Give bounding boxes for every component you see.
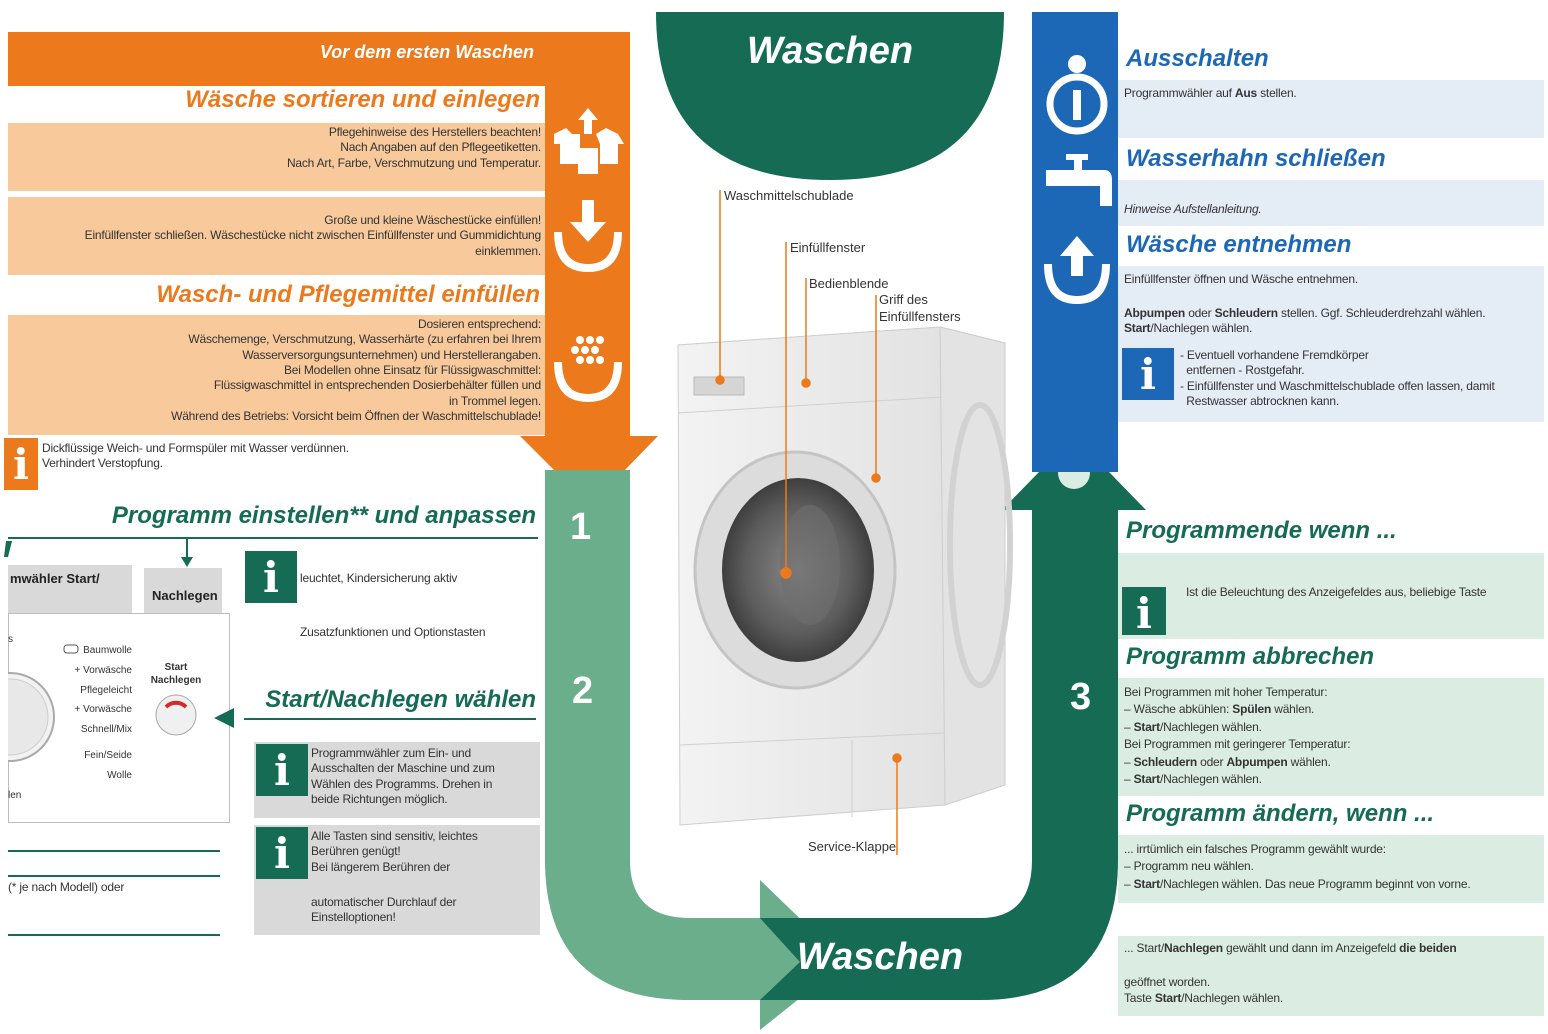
- orange-banner-bg: [8, 32, 630, 86]
- unload-laundry-icon: [1044, 236, 1110, 304]
- start-title-line: [244, 718, 536, 720]
- dial-labels: Baumwolle + Vorwäsche Pflegeleicht + Vor…: [70, 641, 132, 786]
- end-info-text: Ist die Beleuchtung des Anzeigefeldes au…: [1186, 585, 1487, 599]
- banner-before-first-wash: Vor dem ersten Waschen: [319, 42, 534, 62]
- off-box: Programmwähler auf Aus stellen.: [1118, 80, 1544, 138]
- change-title: Programm ändern, wenn ...: [1126, 800, 1435, 827]
- remove-info-text: - Eventuell vorhandene Fremdkörper entfe…: [1180, 348, 1495, 409]
- detergent-icon: [554, 336, 622, 402]
- end-info-icon: i: [1122, 587, 1166, 638]
- detergent-info-icon: i: [4, 438, 38, 490]
- remove-info-icon: i: [1122, 348, 1174, 400]
- program-info-icon: i: [245, 551, 297, 603]
- program-title: Programm einstellen** und anpassen: [111, 502, 536, 529]
- tap-title: Wasserhahn schließen: [1126, 145, 1386, 172]
- dial-item[interactable]: Wolle: [107, 769, 132, 781]
- change-text-2: ... Start/Nachlegen gewählt und dann im …: [1124, 941, 1457, 955]
- tap-text: Hinweise Aufstellanleitung.: [1124, 202, 1262, 216]
- start-arrow: [214, 708, 234, 728]
- start-nachlegen-button[interactable]: [156, 695, 196, 735]
- divider-2: [8, 875, 220, 877]
- program-info-text: leuchtet, Kindersicherung aktiv: [300, 571, 458, 585]
- remove-text-2: Abpumpen oder Schleudern stellen. Ggf. S…: [1124, 306, 1486, 336]
- band-icons-orange: [554, 108, 624, 402]
- step-2: 2: [572, 670, 594, 712]
- dial-item[interactable]: + Vorwäsche: [74, 704, 132, 716]
- off-text: Programmwähler auf Aus stellen.: [1124, 86, 1297, 100]
- dial-item[interactable]: + Vorwäsche: [74, 664, 132, 676]
- green-flow-band-3: [760, 510, 1118, 1000]
- start-info-text-2a: Alle Tasten sind sensitiv, leichtes Berü…: [311, 829, 478, 874]
- washing-machine-illustration: [677, 326, 1013, 826]
- band-icons-blue: [1044, 55, 1112, 304]
- detergent-text: Dosieren entsprechend: Wäschemenge, Vers…: [171, 317, 541, 424]
- dial-item[interactable]: Pflegeleicht: [80, 684, 132, 696]
- end-title: Programmende wenn ...: [1126, 517, 1397, 544]
- power-off-icon: [1046, 55, 1108, 135]
- step-1: 1: [570, 506, 592, 548]
- divider-3: [8, 934, 220, 936]
- program-title-line: [8, 537, 538, 539]
- remove-text-1: Einfüllfenster öffnen und Wäsche entnehm…: [1124, 272, 1359, 286]
- green-flow-band-2: [545, 470, 845, 1030]
- cancel-box: Bei Programmen mit hoher Temperatur: – W…: [1118, 678, 1544, 796]
- step-3: 3: [1070, 676, 1092, 718]
- program-dial[interactable]: [8, 613, 230, 823]
- start-info-text-2b: automatischer Durchlauf der Einstellopti…: [311, 895, 457, 925]
- sort-box-1: Pflegehinweise des Herstellers beachten!…: [8, 123, 545, 191]
- start-info-box-1: i Programmwähler zum Ein- und Ausschalte…: [254, 742, 540, 818]
- start-title: Start/Nachlegen wählen: [265, 686, 536, 713]
- remove-box: Einfüllfenster öffnen und Wäsche entnehm…: [1118, 266, 1544, 422]
- label-service: Service-Klappe: [808, 839, 897, 854]
- start-info-box-2: i Alle Tasten sind sensitiv, leichtes Be…: [254, 825, 540, 935]
- start-info-icon-2: i: [256, 827, 308, 879]
- dial-item[interactable]: Baumwolle: [83, 645, 132, 656]
- extra-functions-text: Zusatzfunktionen und Optionstasten: [300, 625, 486, 639]
- change-text-3: geöffnet worden.: [1124, 975, 1210, 989]
- program-selector-label: mwähler Start/: [8, 565, 132, 613]
- label-window: Einfüllfenster: [790, 240, 866, 255]
- divider-1: [8, 850, 220, 852]
- start-button-label: Start Nachlegen: [150, 662, 202, 686]
- cancel-title: Programm abbrechen: [1126, 643, 1375, 670]
- program-arrows: [4, 539, 193, 567]
- start-info-icon-1: i: [256, 744, 308, 796]
- detergent-info-text: Dickflüssige Weich- und Formspüler mit W…: [42, 441, 349, 471]
- change-box-2: ... Start/Nachlegen gewählt und dann im …: [1118, 936, 1544, 1016]
- top-waschen-shape: [656, 12, 1004, 180]
- remove-title: Wäsche entnehmen: [1126, 231, 1352, 258]
- label-handle: Griff des Einfüllfensters: [879, 292, 961, 324]
- label-panel: Bedienblende: [809, 276, 889, 291]
- top-title: Waschen: [746, 30, 914, 72]
- load-laundry-icon: [554, 200, 622, 272]
- change-box-1: ... irrtümlich ein falsches Programm gew…: [1118, 835, 1544, 903]
- off-title: Ausschalten: [1126, 45, 1269, 72]
- footnote-text: (* je nach Modell) oder: [8, 880, 125, 894]
- water-tap-icon: [1046, 154, 1112, 206]
- end-box: i Ist die Beleuchtung des Anzeigefeldes …: [1118, 553, 1544, 639]
- change-text-1: ... irrtümlich ein falsches Programm gew…: [1124, 842, 1471, 891]
- laundry-sort-icon: [554, 108, 624, 174]
- dial-item[interactable]: Schnell/Mix: [80, 724, 132, 736]
- dial-item[interactable]: Fein/Seide: [84, 749, 132, 761]
- bottom-title: Waschen: [796, 936, 964, 978]
- sort-title: Wäsche sortieren und einlegen: [185, 86, 540, 113]
- dial-left-s: s: [8, 634, 13, 645]
- label-drawer: Waschmittelschublade: [724, 188, 854, 203]
- dial-left-len: len: [8, 790, 22, 801]
- detergent-title: Wasch- und Pflegemittel einfüllen: [156, 281, 540, 308]
- change-text-4: Taste Start/Nachlegen wählen.: [1124, 991, 1283, 1005]
- start-info-text-1: Programmwähler zum Ein- und Ausschalten …: [311, 746, 495, 807]
- detergent-box: Dosieren entsprechend: Wäschemenge, Vers…: [8, 315, 545, 435]
- nachlegen-label: Nachlegen: [144, 568, 222, 613]
- sort-text-1: Pflegehinweise des Herstellers beachten!…: [286, 125, 541, 170]
- tap-box: Hinweise Aufstellanleitung.: [1118, 180, 1544, 226]
- cancel-text: Bei Programmen mit hoher Temperatur: – W…: [1124, 685, 1351, 786]
- sort-text-2: Große und kleine Wäschestücke einfüllen!…: [84, 213, 542, 258]
- sort-box-2: Große und kleine Wäschestücke einfüllen!…: [8, 197, 545, 275]
